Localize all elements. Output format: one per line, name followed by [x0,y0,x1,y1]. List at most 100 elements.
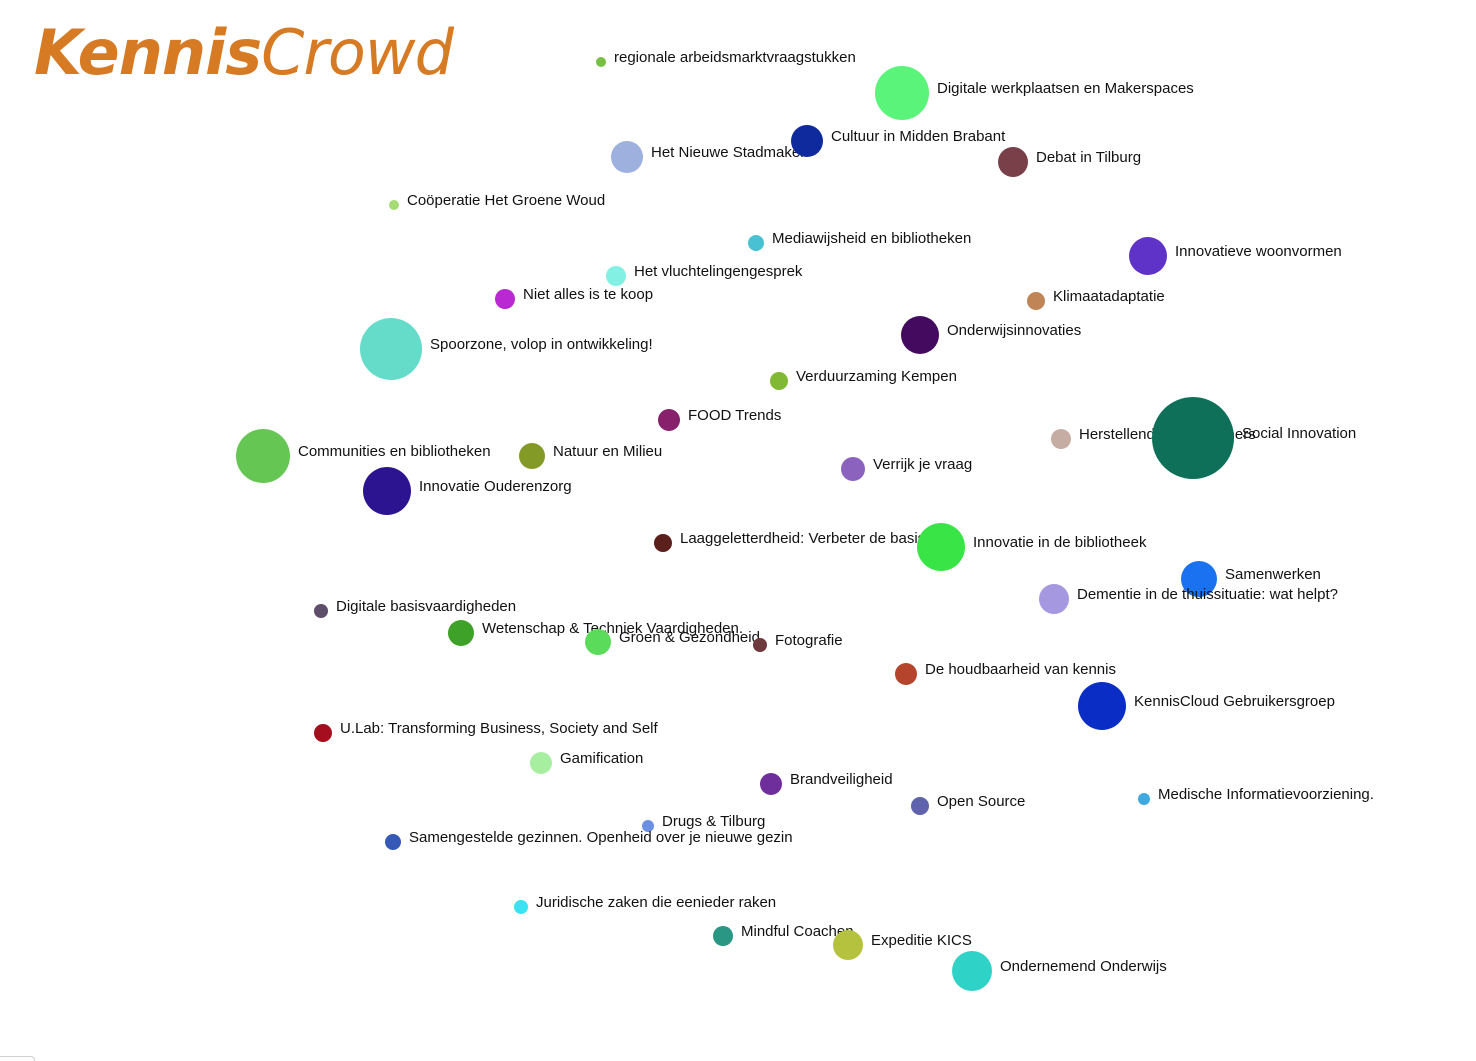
topic-verduurzaming-kempen[interactable]: Verduurzaming Kempen [770,368,957,390]
topic-communities-en-bibliotheken[interactable]: Communities en bibliotheken [236,429,491,483]
topic-bubble[interactable] [1051,429,1071,449]
topic-klimaatadaptatie[interactable]: Klimaatadaptatie [1027,288,1165,310]
topic-social-innovation[interactable]: Social Innovation [1152,397,1356,479]
topic-digitale-basisvaardigheden[interactable]: Digitale basisvaardigheden [314,598,516,618]
topic-label[interactable]: Medische Informatievoorziening. [1158,786,1374,803]
topic-bubble[interactable] [596,57,606,67]
topic-medische-informatievoorziening[interactable]: Medische Informatievoorziening. [1138,786,1374,805]
topic-label[interactable]: Natuur en Milieu [553,443,662,460]
topic-bubble[interactable] [1152,397,1234,479]
topic-bubble[interactable] [611,141,643,173]
topic-bubble[interactable] [917,523,965,571]
topic-open-source[interactable]: Open Source [911,793,1025,815]
topic-label[interactable]: Innovatieve woonvormen [1175,243,1342,260]
topic-bubble[interactable] [1078,682,1126,730]
topic-innovatie-ouderenzorg[interactable]: Innovatie Ouderenzorg [363,467,572,515]
topic-bubble[interactable] [791,125,823,157]
topic-debat-in-tilburg[interactable]: Debat in Tilburg [998,147,1141,177]
topic-label[interactable]: Spoorzone, volop in ontwikkeling! [430,336,653,353]
topic-label[interactable]: Digitale werkplaatsen en Makerspaces [937,80,1194,97]
topic-label[interactable]: Drugs & Tilburg [662,813,765,830]
topic-label[interactable]: Digitale basisvaardigheden [336,598,516,615]
topic-label[interactable]: Brandveiligheid [790,771,893,788]
topic-spoorzone-volop-in-ontwikkeling[interactable]: Spoorzone, volop in ontwikkeling! [360,318,653,380]
topic-bubble[interactable] [642,820,654,832]
topic-natuur-en-milieu[interactable]: Natuur en Milieu [519,443,662,469]
topic-laaggeletterdheid-verbeter-de-basis[interactable]: Laaggeletterdheid: Verbeter de basis [654,530,925,552]
topic-niet-alles-is-te-koop[interactable]: Niet alles is te koop [495,286,653,309]
topic-bubble[interactable] [236,429,290,483]
topic-juridische-zaken-die-eenieder-raken[interactable]: Juridische zaken die eenieder raken [514,894,776,914]
topic-bubble[interactable] [833,930,863,960]
topic-innovatie-in-de-bibliotheek[interactable]: Innovatie in de bibliotheek [917,523,1147,571]
topic-onderwijsinnovaties[interactable]: Onderwijsinnovaties [901,316,1081,354]
topic-label[interactable]: U.Lab: Transforming Business, Society an… [340,720,658,737]
topic-bubble[interactable] [1129,237,1167,275]
topic-bubble[interactable] [841,457,865,481]
topic-label[interactable]: Innovatie in de bibliotheek [973,534,1147,551]
topic-digitale-werkplaatsen-en-makerspaces[interactable]: Digitale werkplaatsen en Makerspaces [875,66,1194,120]
topic-bubble[interactable] [360,318,422,380]
topic-label[interactable]: Innovatie Ouderenzorg [419,478,572,495]
topic-bubble[interactable] [760,773,782,795]
topic-gamification[interactable]: Gamification [530,750,643,774]
topic-label[interactable]: Wetenschap & Techniek Vaardigheden. [482,620,743,637]
topic-bubble[interactable] [495,289,515,309]
topic-label[interactable]: Het Nieuwe Stadmaken [651,144,809,161]
topic-bubble[interactable] [385,834,401,850]
topic-bubble[interactable] [748,235,764,251]
topic-kenniscloud-gebruikersgroep[interactable]: KennisCloud Gebruikersgroep [1078,682,1335,730]
topic-bubble[interactable] [314,604,328,618]
topic-de-houdbaarheid-van-kennis[interactable]: De houdbaarheid van kennis [895,661,1116,685]
topic-verrijk-je-vraag[interactable]: Verrijk je vraag [841,456,972,481]
topic-mindful-coachen[interactable]: Mindful Coachen [713,923,854,946]
topic-label[interactable]: KennisCloud Gebruikersgroep [1134,693,1335,710]
topic-regionale-arbeidsmarktvraagstukken[interactable]: regionale arbeidsmarktvraagstukken [596,49,856,67]
topic-label[interactable]: Debat in Tilburg [1036,149,1141,166]
topic-label[interactable]: Gamification [560,750,643,767]
topic-bubble[interactable] [753,638,767,652]
topic-bubble[interactable] [1039,584,1069,614]
topic-label[interactable]: Social Innovation [1242,425,1356,442]
topic-bubble[interactable] [530,752,552,774]
topic-bubble[interactable] [875,66,929,120]
topic-bubble[interactable] [519,443,545,469]
topic-bubble[interactable] [998,147,1028,177]
topic-label[interactable]: Samenwerken [1225,566,1321,583]
topic-samengestelde-gezinnen-openheid-over-je-nieuwe-gezin[interactable]: Samengestelde gezinnen. Openheid over je… [385,829,793,850]
topic-label[interactable]: regionale arbeidsmarktvraagstukken [614,49,856,66]
topic-label[interactable]: Communities en bibliotheken [298,443,491,460]
topic-wetenschap-techniek-vaardigheden[interactable]: Wetenschap & Techniek Vaardigheden. [448,620,743,646]
topic-cultuur-in-midden-brabant[interactable]: Cultuur in Midden Brabant [791,125,1006,157]
topic-label[interactable]: Ondernemend Onderwijs [1000,958,1167,975]
topic-bubble[interactable] [713,926,733,946]
topic-innovatieve-woonvormen[interactable]: Innovatieve woonvormen [1129,237,1342,275]
topic-label[interactable]: Samengestelde gezinnen. Openheid over je… [409,829,793,846]
topic-bubble[interactable] [389,200,399,210]
topic-label[interactable]: Groen & Gezondheid [619,629,760,646]
topic-cooperatie-het-groene-woud[interactable]: Coöperatie Het Groene Woud [389,192,605,210]
topic-expeditie-kics[interactable]: Expeditie KICS [833,930,972,960]
topic-label[interactable]: Mediawijsheid en bibliotheken [772,230,971,247]
topic-bubble[interactable] [314,724,332,742]
topic-label[interactable]: Niet alles is te koop [523,286,653,303]
topic-het-vluchtelingengesprek[interactable]: Het vluchtelingengesprek [606,263,803,286]
topic-bubble[interactable] [770,372,788,390]
topic-bubble[interactable] [952,951,992,991]
topic-label[interactable]: Coöperatie Het Groene Woud [407,192,605,209]
topic-label[interactable]: De houdbaarheid van kennis [925,661,1116,678]
topic-fotografie[interactable]: Fotografie [753,632,843,652]
topic-label[interactable]: Verduurzaming Kempen [796,368,957,385]
topic-label[interactable]: Dementie in de thuissituatie: wat helpt? [1077,586,1338,603]
topic-bubble[interactable] [514,900,528,914]
topic-ondernemend-onderwijs[interactable]: Ondernemend Onderwijs [952,951,1167,991]
topic-label[interactable]: Fotografie [775,632,843,649]
topic-label[interactable]: Mindful Coachen [741,923,854,940]
topic-bubble[interactable] [911,797,929,815]
topic-label[interactable]: Klimaatadaptatie [1053,288,1165,305]
topic-label[interactable]: Het vluchtelingengesprek [634,263,803,280]
topic-bubble[interactable] [363,467,411,515]
topic-food-trends[interactable]: FOOD Trends [658,407,781,431]
topic-samenwerken[interactable]: Samenwerken [1181,561,1321,597]
topic-bubble[interactable] [1181,561,1217,597]
